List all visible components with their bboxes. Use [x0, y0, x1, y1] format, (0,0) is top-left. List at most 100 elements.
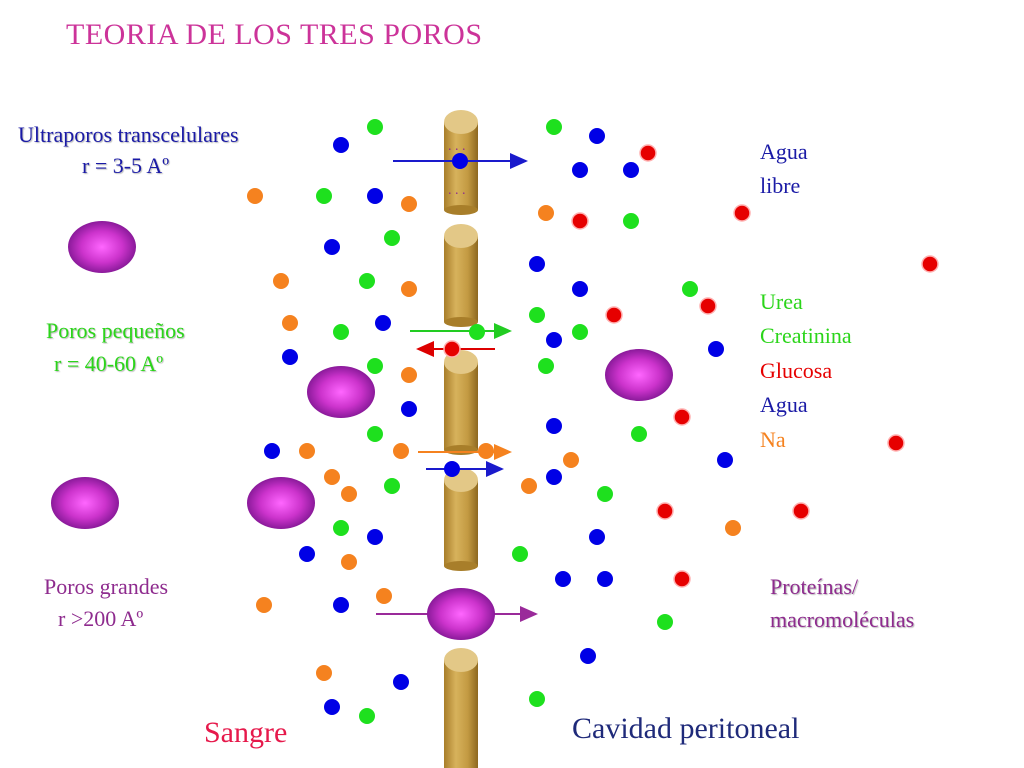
small-pores-label: Poros pequeños: [46, 318, 185, 343]
proteins-label: Proteínas/: [770, 574, 858, 599]
water-molecule: [623, 162, 639, 178]
water-molecule: [393, 674, 409, 690]
free-water-label-2: libre: [760, 173, 801, 198]
sodium-molecule: [247, 188, 263, 204]
page-title: TEORIA DE LOS TRES POROS: [66, 18, 483, 51]
water-molecule: [324, 239, 340, 255]
small-solute-molecule: [512, 546, 528, 562]
glucose-molecule: [673, 408, 691, 426]
legend-urea: Urea: [760, 289, 803, 314]
water-molecule: [580, 648, 596, 664]
sodium-molecule: [282, 315, 298, 331]
sodium-molecule: [563, 452, 579, 468]
water-molecule: [333, 597, 349, 613]
small-solute-molecule: [333, 520, 349, 536]
protein-macromolecule: [307, 366, 375, 418]
sodium-molecule: [725, 520, 741, 536]
protein-macromolecule: [605, 349, 673, 401]
glucose-molecule: [639, 144, 657, 162]
water-molecule: [555, 571, 571, 587]
sodium-molecule: [324, 469, 340, 485]
large-pores-label: Poros grandes: [44, 574, 169, 599]
sodium-molecule: [316, 665, 332, 681]
small-solute-molecule: [597, 486, 613, 502]
water-molecule: [444, 461, 460, 477]
water-molecule: [708, 341, 724, 357]
sodium-molecule: [376, 588, 392, 604]
legend-glucose: Glucosa: [760, 358, 833, 383]
small-pores-radius: r = 40-60 Aº: [54, 351, 164, 376]
membrane-segment: [444, 468, 478, 571]
blood-side-label: Sangre: [204, 716, 288, 749]
small-solute-molecule: [469, 324, 485, 340]
small-solute-molecule: [384, 478, 400, 494]
sodium-molecule: [341, 554, 357, 570]
sodium-molecule: [521, 478, 537, 494]
glucose-molecule: [605, 306, 623, 324]
water-molecule: [324, 699, 340, 715]
water-molecule: [367, 529, 383, 545]
protein-macromolecule: [68, 221, 136, 273]
protein-macromolecule: [51, 477, 119, 529]
glucose-molecule: [887, 434, 905, 452]
sodium-molecule: [401, 367, 417, 383]
ultrapores-label: Ultraporos transcelulares: [18, 122, 239, 147]
peritoneal-side-label: Cavidad peritoneal: [572, 712, 800, 745]
water-molecule: [597, 571, 613, 587]
small-solute-molecule: [359, 708, 375, 724]
small-solute-molecule: [631, 426, 647, 442]
glucose-molecule: [921, 255, 939, 273]
water-molecule: [401, 401, 417, 417]
protein-macromolecule: [427, 588, 495, 640]
water-molecule: [546, 418, 562, 434]
small-solute-molecule: [333, 324, 349, 340]
glucose-molecule: [656, 502, 674, 520]
water-molecule: [546, 332, 562, 348]
ultrapore-dots: . . .: [448, 139, 466, 154]
small-solute-molecule: [367, 119, 383, 135]
small-solute-molecule: [538, 358, 554, 374]
small-solute-molecule: [546, 119, 562, 135]
sodium-molecule: [401, 281, 417, 297]
membrane-segment: [444, 350, 478, 455]
molecules: [51, 119, 939, 724]
sodium-molecule: [478, 443, 494, 459]
glucose-molecule: [699, 297, 717, 315]
small-solute-molecule: [657, 614, 673, 630]
sodium-molecule: [341, 486, 357, 502]
small-solute-molecule: [359, 273, 375, 289]
glucose-molecule: [571, 212, 589, 230]
sodium-molecule: [401, 196, 417, 212]
glucose-molecule: [733, 204, 751, 222]
sodium-molecule: [299, 443, 315, 459]
sodium-molecule: [393, 443, 409, 459]
large-pores-radius: r >200 Aº: [58, 606, 144, 631]
water-molecule: [546, 469, 562, 485]
small-solute-molecule: [682, 281, 698, 297]
small-solute-molecule: [367, 426, 383, 442]
water-molecule: [589, 529, 605, 545]
water-molecule: [333, 137, 349, 153]
small-solute-molecule: [367, 358, 383, 374]
ultrapores-radius: r = 3-5 Aº: [82, 153, 170, 178]
small-solute-molecule: [316, 188, 332, 204]
water-molecule: [282, 349, 298, 365]
water-molecule: [452, 153, 468, 169]
sodium-molecule: [256, 597, 272, 613]
legend-sodium: Na: [760, 427, 786, 452]
water-molecule: [589, 128, 605, 144]
small-solute-molecule: [529, 691, 545, 707]
water-molecule: [572, 281, 588, 297]
sodium-molecule: [538, 205, 554, 221]
protein-macromolecule: [247, 477, 315, 529]
water-molecule: [572, 162, 588, 178]
water-molecule: [367, 188, 383, 204]
glucose-molecule: [792, 502, 810, 520]
small-solute-molecule: [572, 324, 588, 340]
legend-water: Agua: [760, 392, 808, 417]
legend-creatinine: Creatinina: [760, 323, 852, 348]
small-solute-molecule: [623, 213, 639, 229]
water-molecule: [375, 315, 391, 331]
